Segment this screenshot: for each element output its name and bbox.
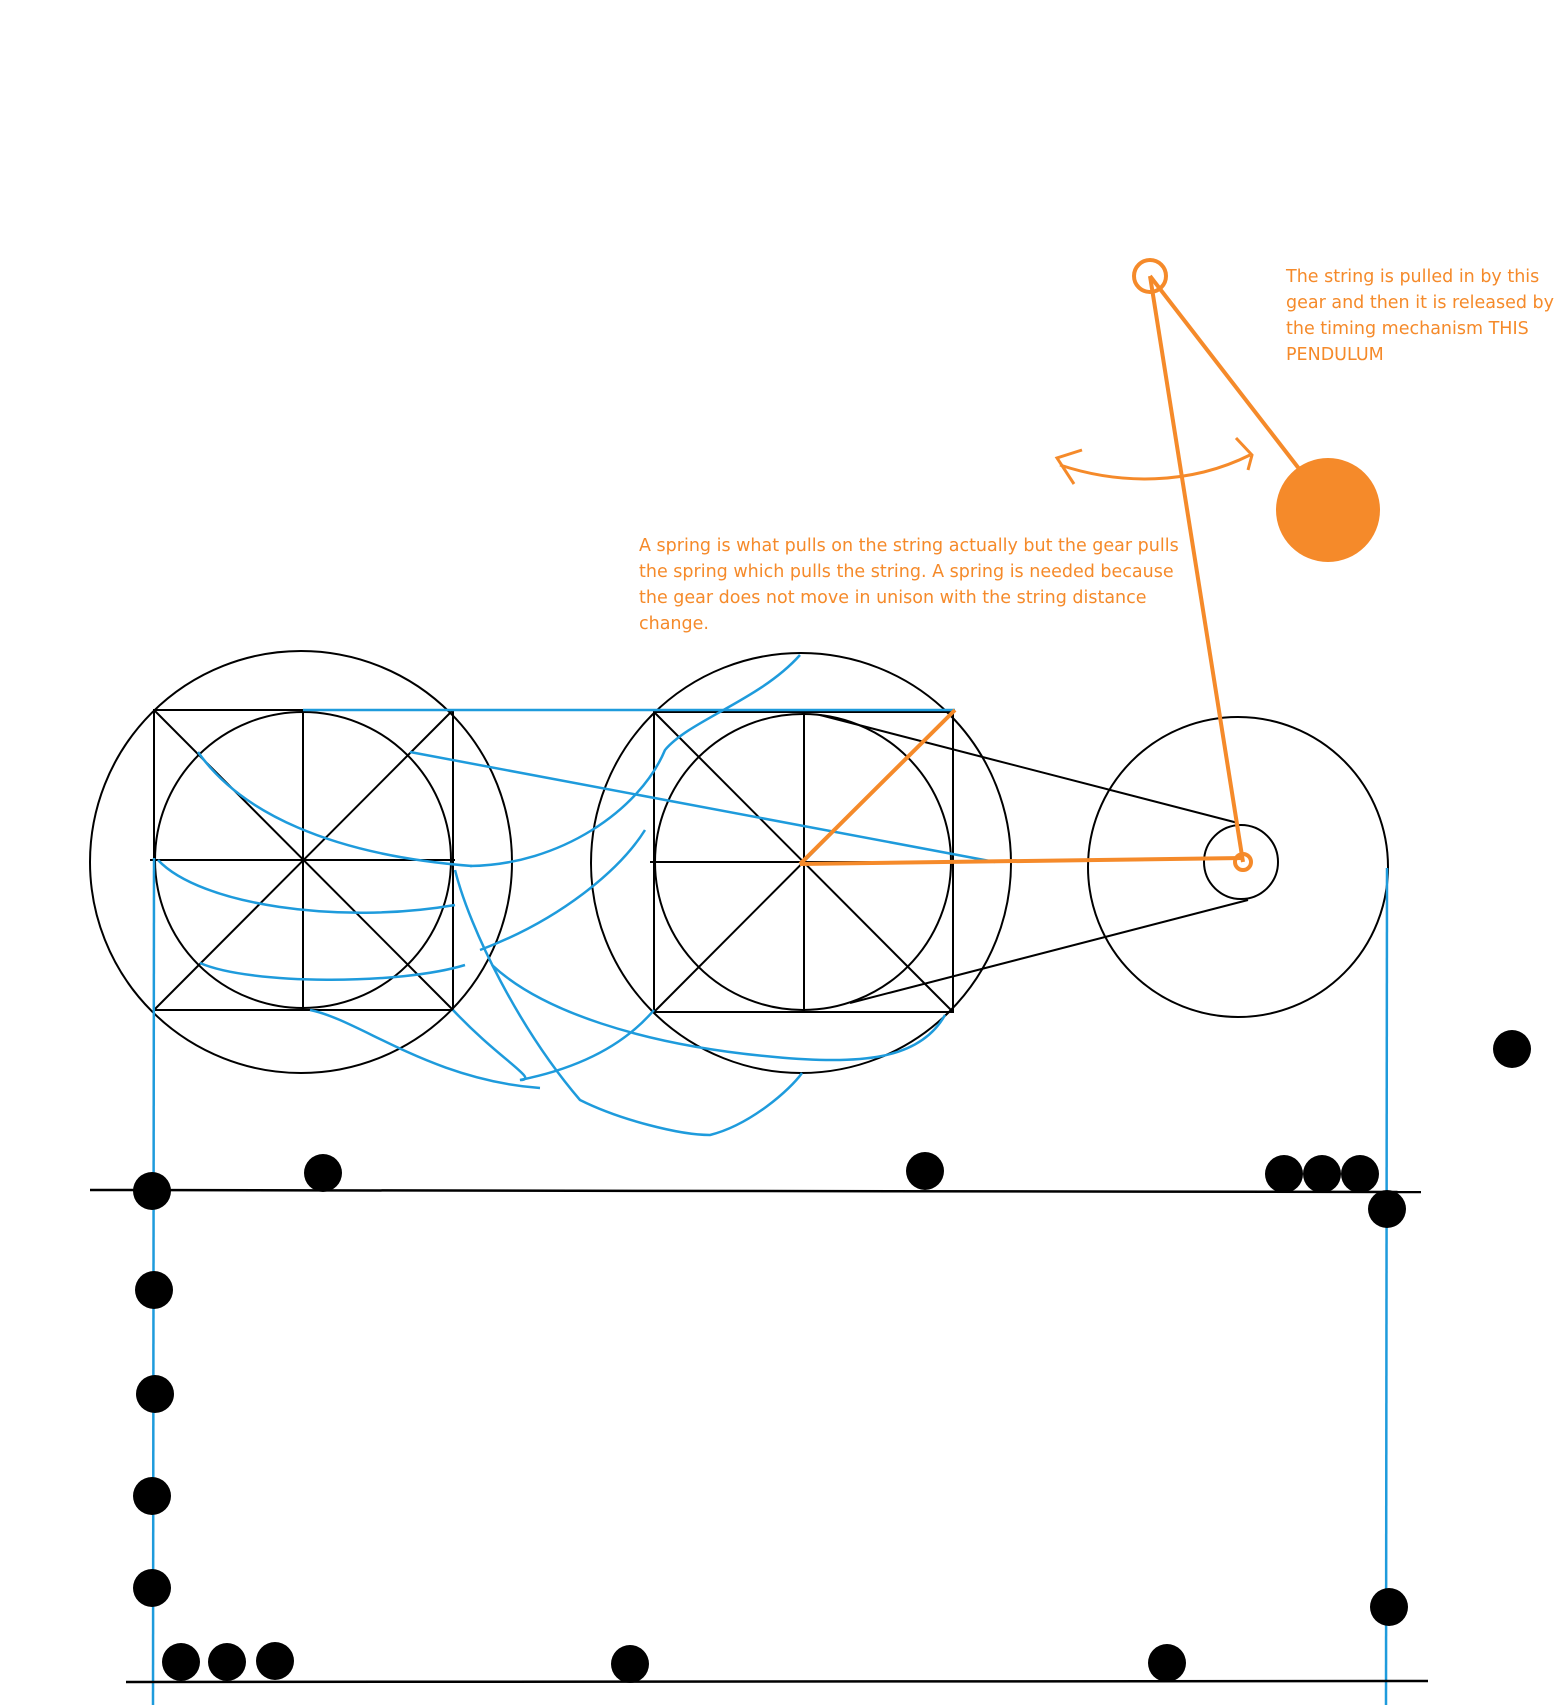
ball: [162, 1643, 200, 1681]
ball: [135, 1271, 173, 1309]
ball: [133, 1569, 171, 1607]
ball: [1368, 1190, 1406, 1228]
string: [151, 654, 1389, 1705]
ball: [133, 1477, 171, 1515]
ball: [256, 1642, 294, 1680]
string-loop: [453, 869, 804, 1137]
swing-arrow-right-head: [1234, 436, 1254, 471]
crank-pivot: [1233, 852, 1253, 872]
ball: [1493, 1030, 1531, 1068]
ball: [1341, 1155, 1379, 1193]
string-loop: [469, 654, 801, 868]
pendulum-annotation: The string is pulled in by this gear and…: [1286, 267, 1554, 365]
crank-diagonal: [798, 708, 957, 866]
string-loop: [196, 751, 473, 868]
ball: [1148, 1644, 1186, 1682]
pendulum-pivot: [1132, 258, 1168, 294]
upper-track: [89, 1188, 1422, 1194]
string-right-drop: [1384, 867, 1389, 1705]
balls: [133, 1030, 1531, 1683]
ball: [1303, 1155, 1341, 1193]
string-diagonal: [409, 750, 996, 864]
right-gear: [1087, 716, 1389, 1018]
pendulum: [798, 258, 1302, 872]
string-loop: [199, 961, 466, 981]
pendulum-bob: [1276, 458, 1380, 562]
ball: [304, 1154, 342, 1192]
ball: [611, 1645, 649, 1683]
spring-annotation: A spring is what pulls on the string act…: [639, 536, 1179, 634]
crank-horizontal: [799, 856, 1244, 866]
ball: [906, 1152, 944, 1190]
drive-belt-bottom: [849, 899, 1249, 1004]
ball: [1370, 1588, 1408, 1626]
swing-arrow: [1059, 453, 1251, 481]
swing-arrow-left-head: [1054, 448, 1083, 485]
ball: [133, 1172, 171, 1210]
string-loop: [157, 859, 456, 914]
string-loop: [491, 964, 947, 1062]
ball: [1265, 1155, 1303, 1193]
right-gear-outer-ring: [1087, 716, 1389, 1018]
right-gear-hub: [1203, 824, 1279, 900]
string-loop: [479, 829, 647, 952]
pendulum-link-rod: [1148, 275, 1245, 863]
drive-belt-top: [819, 714, 1239, 824]
lower-track: [125, 1679, 1429, 1684]
ball: [136, 1375, 174, 1413]
ball: [208, 1643, 246, 1681]
pendulum-rod: [1148, 274, 1302, 472]
string-loop: [452, 1009, 655, 1082]
string-loop: [309, 1008, 541, 1090]
tracks: [89, 1188, 1429, 1684]
